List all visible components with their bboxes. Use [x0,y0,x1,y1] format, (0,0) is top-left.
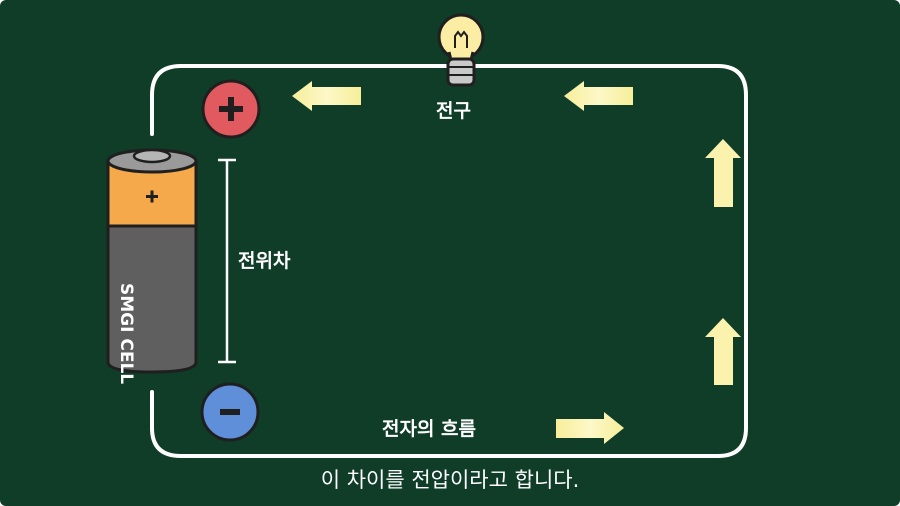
minus-terminal-icon [200,382,260,442]
battery-icon [106,148,198,374]
circuit-wire [150,64,748,458]
potential-difference-bracket [218,158,236,364]
arrow-left-icon [292,81,361,111]
arrow-up-icon [705,139,741,207]
plus-terminal-icon [201,79,261,139]
bulb-label: 전구 [436,100,471,122]
arrow-up-icon [705,318,741,385]
electron-flow-label: 전자의 흐름 [382,418,477,440]
potential-difference-label: 전위차 [238,250,291,272]
battery-label: SMGI CELL [116,283,136,384]
arrow-left-icon [564,81,633,111]
light-bulb-icon [437,13,485,87]
arrow-right-icon [556,412,624,444]
subtitle-caption: 이 차이를 전압이라고 합니다. [320,468,580,492]
